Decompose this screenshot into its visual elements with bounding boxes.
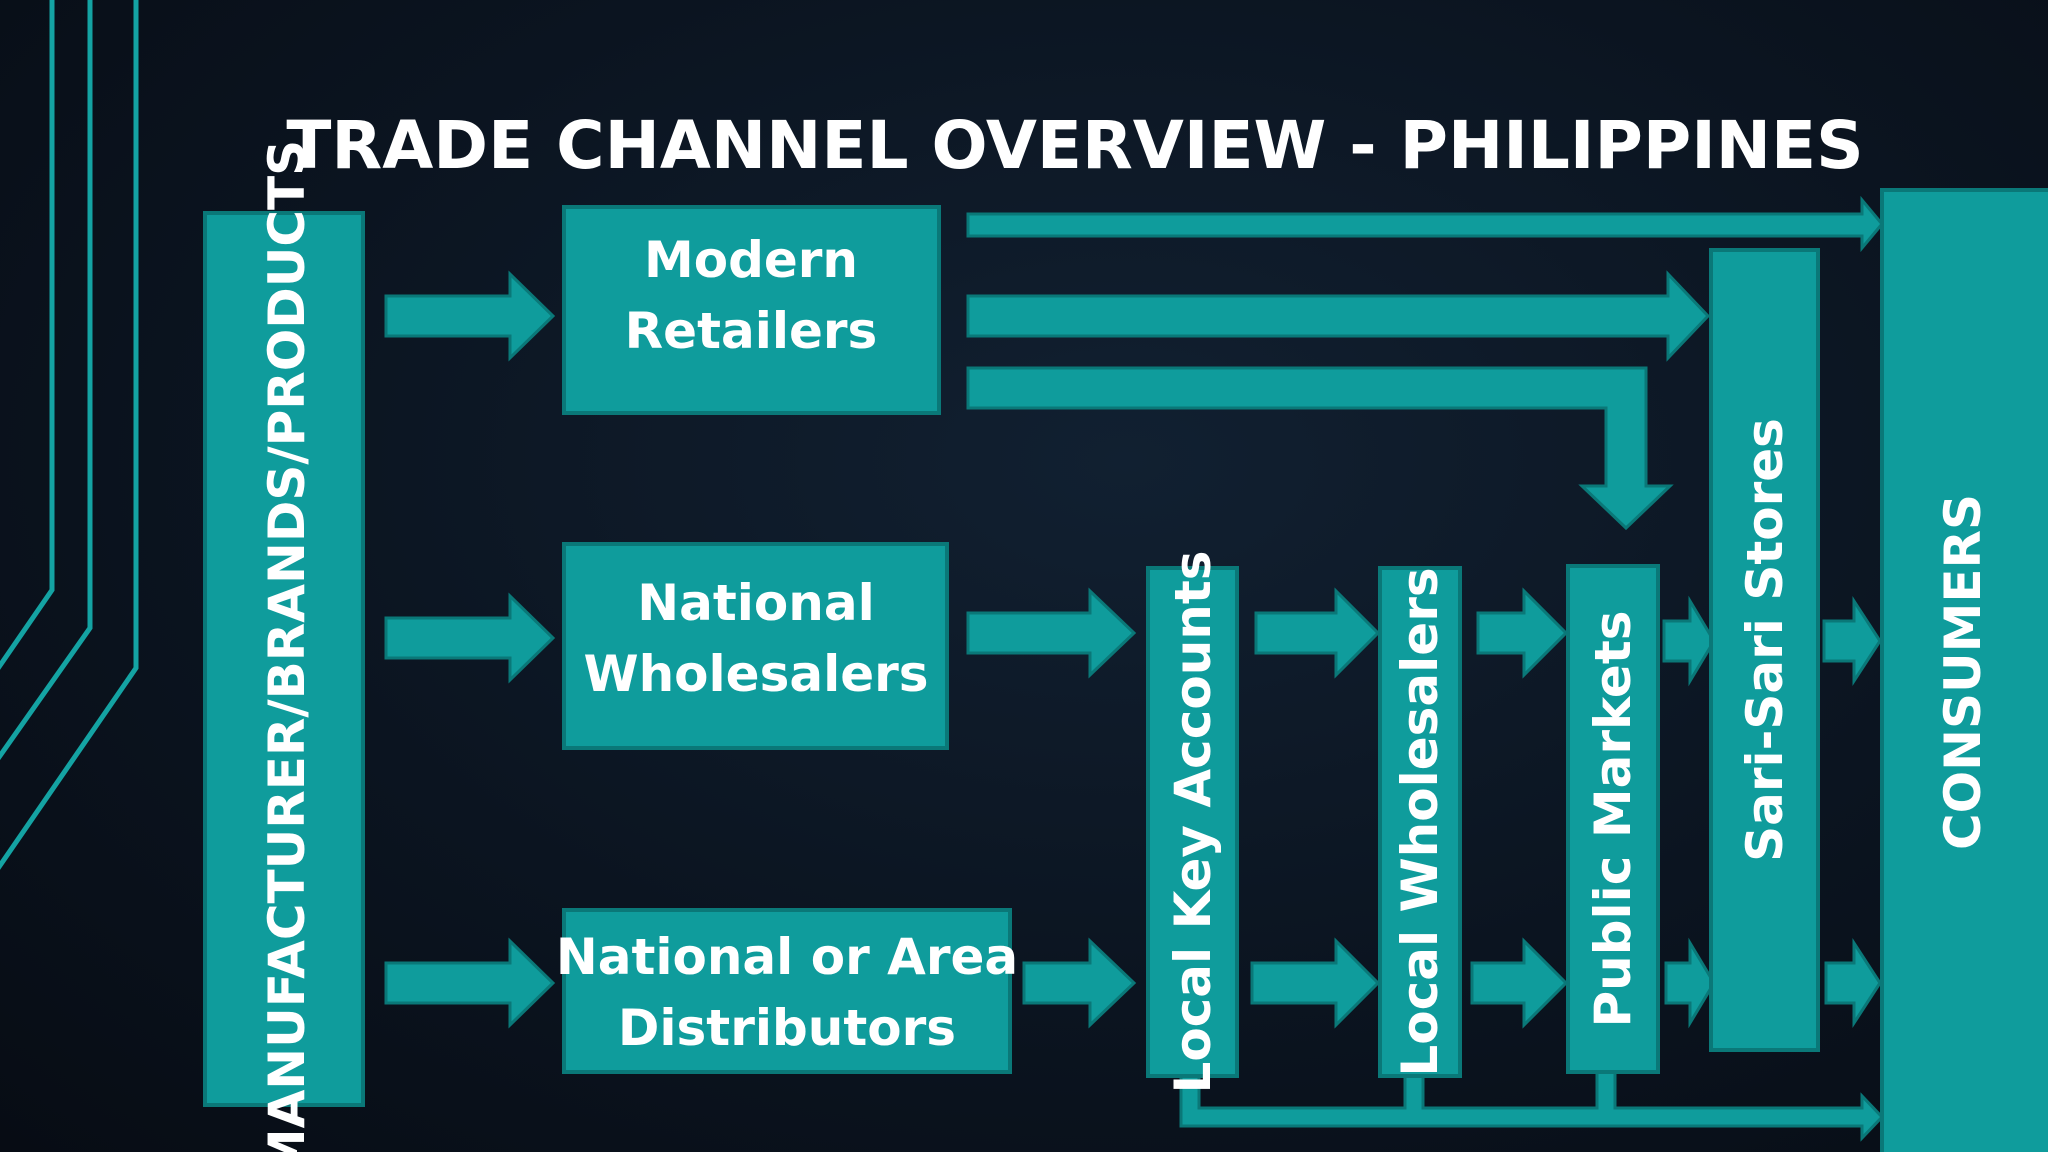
arrow-bottom-to-consumers <box>1179 1068 1885 1142</box>
local-wholesalers-label: Local Wholesalers <box>1391 567 1449 1076</box>
diagram-title: TRADE CHANNEL OVERVIEW - PHILIPPINES <box>286 107 1863 184</box>
arrow-distributors-to-lka <box>1022 937 1137 1029</box>
arrow-modern-to-public-markets <box>966 366 1674 531</box>
public-markets-label: Public Markets <box>1584 611 1642 1028</box>
arrow-lka-to-lw-upper <box>1254 587 1381 679</box>
national-wholesalers-line2: Wholesalers <box>583 645 928 703</box>
node-local-wholesalers: Local Wholesalers <box>1378 566 1462 1078</box>
modern-retailers-line1: Modern <box>644 231 858 289</box>
arrow-lw-to-pm-lower <box>1470 937 1569 1029</box>
decorative-lines <box>0 0 139 870</box>
modern-retailers-line2: Retailers <box>625 302 878 360</box>
arrow-lw-to-pm-upper <box>1476 587 1569 679</box>
arrow-wholesalers-to-lka <box>966 587 1137 679</box>
node-consumers: CONSUMERS <box>1880 188 2048 1152</box>
node-distributors: National or Area Distributors <box>556 908 1018 1074</box>
distributors-line1: National or Area <box>556 928 1018 986</box>
arrow-mfr-to-modern <box>384 270 556 362</box>
arrow-ss-to-consumers-upper <box>1822 595 1882 687</box>
node-sari-sari-stores: Sari-Sari Stores <box>1709 248 1820 1052</box>
arrow-modern-to-consumers <box>966 195 1884 253</box>
national-wholesalers-line1: National <box>637 574 874 632</box>
arrow-mfr-to-distributors <box>384 937 556 1029</box>
sari-sari-stores-label: Sari-Sari Stores <box>1736 418 1794 862</box>
distributors-line2: Distributors <box>618 999 956 1057</box>
arrow-pm-to-ss-lower <box>1664 937 1716 1029</box>
local-key-accounts-label: Local Key Accounts <box>1164 550 1222 1093</box>
manufacturer-label: MANUFACTURER/BRANDS/PRODUCTS <box>258 140 316 1152</box>
consumers-label: CONSUMERS <box>1934 494 1992 850</box>
node-manufacturer: MANUFACTURER/BRANDS/PRODUCTS <box>203 140 365 1152</box>
arrows <box>384 195 1885 1142</box>
node-national-wholesalers: National Wholesalers <box>562 542 949 750</box>
node-modern-retailers: Modern Retailers <box>562 205 941 415</box>
node-local-key-accounts: Local Key Accounts <box>1146 550 1239 1094</box>
arrow-lka-to-lw-lower <box>1250 937 1381 1029</box>
node-public-markets: Public Markets <box>1566 564 1660 1074</box>
arrow-pm-to-ss-upper <box>1662 595 1716 687</box>
arrow-modern-to-sarisari <box>966 270 1711 362</box>
arrow-ss-to-consumers-lower <box>1824 937 1882 1029</box>
arrow-mfr-to-wholesalers <box>384 592 556 684</box>
